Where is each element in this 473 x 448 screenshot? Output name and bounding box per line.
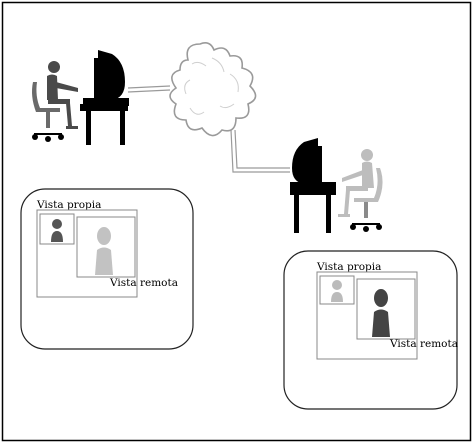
network-link (127, 85, 290, 173)
own-view-thumbnail (319, 275, 355, 305)
cable-right (230, 129, 290, 173)
person-light-icon (338, 149, 374, 217)
workstation-right (290, 138, 383, 233)
remote-view-label: Vista remota (389, 338, 458, 350)
remote-view-label: Vista remota (109, 277, 178, 289)
remote-view-pane (356, 278, 416, 340)
network-cloud-icon (169, 42, 257, 137)
desk-icon (290, 188, 336, 233)
cable-left (127, 85, 171, 89)
screen-panel-right: Vista propia Vista remota (283, 250, 458, 410)
office-chair-icon (350, 168, 383, 232)
workstation-left (32, 50, 129, 145)
person-dark-icon (47, 61, 78, 129)
computer-monitor-icon (83, 50, 129, 106)
own-view-label: Vista propia (316, 261, 381, 273)
own-view-label: Vista propia (36, 199, 101, 211)
remote-view-pane (76, 216, 136, 278)
office-chair-icon (32, 82, 64, 142)
desk-icon (80, 104, 128, 145)
computer-monitor-icon (290, 138, 336, 190)
screen-panel-left: Vista propia Vista remota (20, 188, 194, 350)
own-view-thumbnail (39, 213, 75, 245)
